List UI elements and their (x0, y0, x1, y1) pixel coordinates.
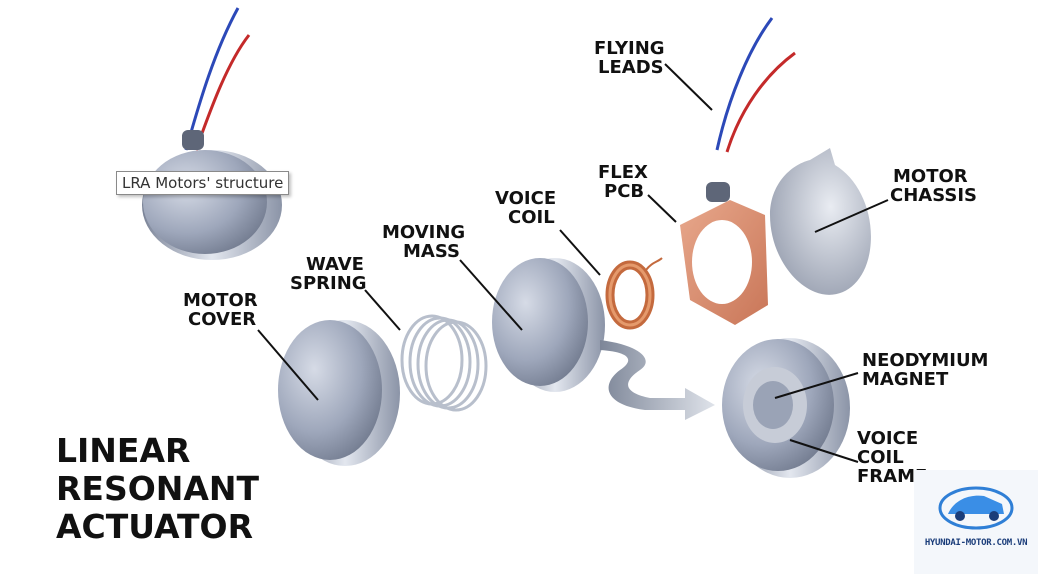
leader-neodymium-magnet (774, 372, 859, 399)
leader-flex-pcb (647, 194, 677, 223)
watermark-text: HYUNDAI-MOTOR.COM.VN (924, 538, 1028, 548)
blue-wire (184, 7, 240, 151)
car-logo-icon (938, 486, 1014, 530)
motor-body-face (143, 150, 267, 254)
leader-motor-cover (257, 329, 319, 401)
flying-lead-blue (715, 17, 774, 151)
assembly-arrow (600, 340, 715, 420)
wave-spring-part (400, 314, 488, 412)
magnet-assembly-part (722, 338, 850, 478)
tooltip: LRA Motors' structure (116, 171, 290, 195)
leader-voice-coil (559, 229, 601, 276)
assembled-motor (142, 7, 282, 260)
leader-wave-spring (364, 289, 401, 331)
moving-mass-part (492, 258, 605, 392)
leader-moving-mass (459, 259, 523, 331)
motor-chassis-part (770, 148, 871, 295)
flying-lead-red (725, 51, 796, 153)
wire-connector (182, 130, 204, 150)
leader-motor-chassis (814, 199, 889, 233)
motor-cover-part (278, 320, 400, 466)
leader-voice-coil-frame (789, 439, 859, 463)
voice-coil-part (605, 257, 663, 330)
leader-flying-leads (664, 63, 713, 111)
watermark: HYUNDAI-MOTOR.COM.VN (914, 470, 1038, 574)
flex-pcb-part (680, 17, 796, 325)
